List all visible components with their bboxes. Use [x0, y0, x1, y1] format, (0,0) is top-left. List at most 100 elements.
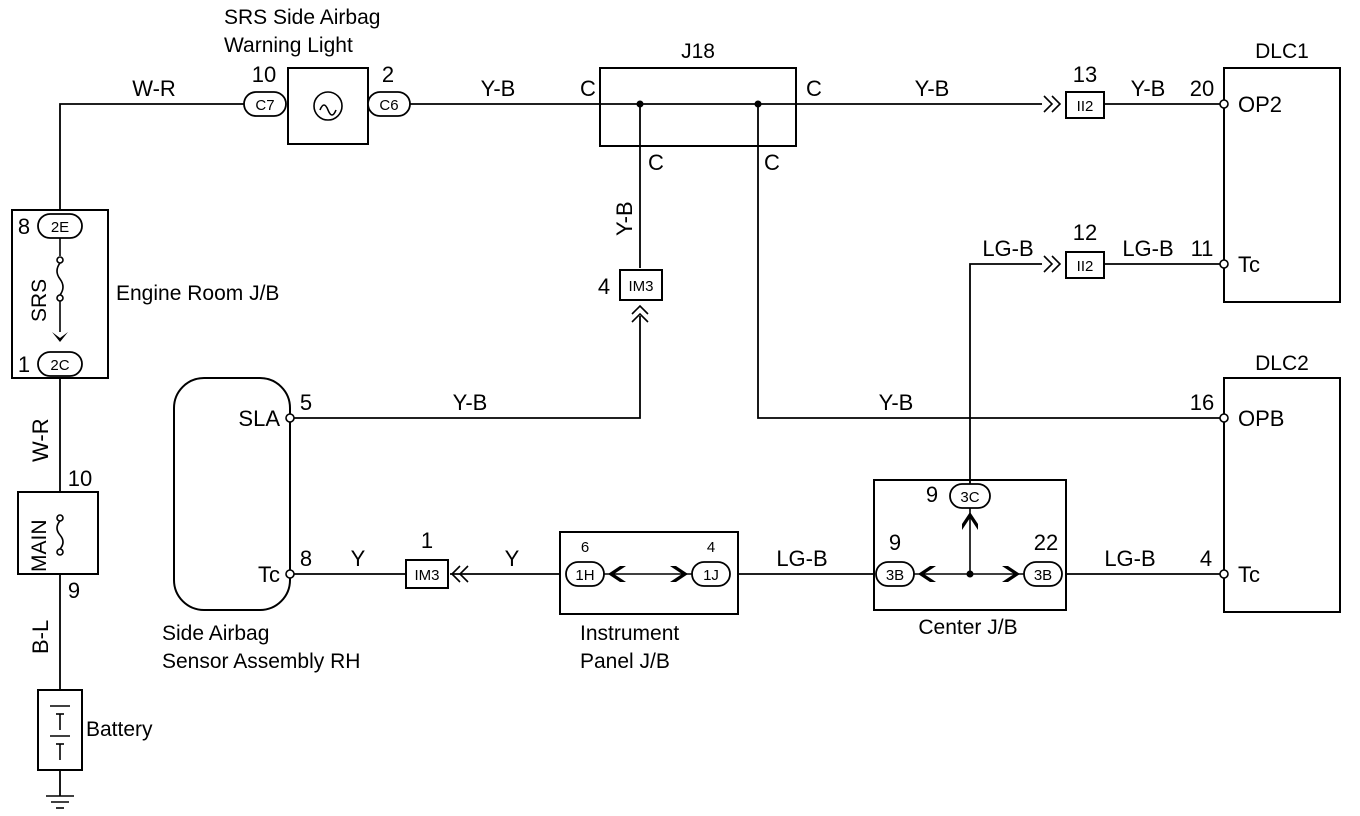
wire-label-w-r-vert: W-R	[28, 418, 53, 462]
wire-label-b-l: B-L	[28, 620, 53, 654]
svg-text:2E: 2E	[51, 219, 69, 236]
j18-terminal-c-bottom1: C	[648, 150, 664, 175]
wires	[59, 103, 1222, 796]
connector-3c: 3C	[949, 483, 991, 509]
connector-1j: 1J	[691, 561, 731, 587]
connector-1h: 1H	[565, 561, 605, 587]
svg-text:3B: 3B	[1034, 567, 1052, 584]
wire-label-yb-j18-ii2: Y-B	[915, 76, 950, 101]
connector-2c: 2C	[37, 351, 83, 377]
pin-16-opb: 16	[1190, 390, 1214, 415]
wire-label-w-r-top: W-R	[132, 76, 176, 101]
pin-12-ii2: 12	[1073, 220, 1097, 245]
connector-ii2-mid: II2	[1043, 251, 1105, 279]
battery-box	[37, 689, 83, 771]
svg-text:2C: 2C	[50, 357, 69, 374]
wire-label-yb-opb: Y-B	[879, 390, 914, 415]
bulb-icon	[313, 91, 343, 121]
wire-label-lgb-1j-3b: LG-B	[776, 546, 827, 571]
pin-9-main: 9	[68, 578, 80, 603]
instrument-panel-label-line2: Panel J/B	[580, 650, 670, 673]
pin-11-dlc1: 11	[1191, 236, 1214, 261]
dlc1-box	[1223, 67, 1341, 303]
instrument-panel-internal	[604, 566, 692, 582]
dlc1-label: DLC1	[1255, 40, 1309, 63]
pin-10-c7: 10	[252, 62, 276, 87]
svg-text:1J: 1J	[703, 567, 719, 584]
wire-label-lgb-to-ii2: LG-B	[982, 236, 1033, 261]
pin-2-c6: 2	[382, 62, 394, 87]
wire-y-b-opb	[757, 104, 1222, 419]
battery-label: Battery	[86, 718, 153, 741]
wire-label-y-tc: Y	[351, 546, 366, 571]
main-fuse-label: MAIN	[28, 520, 51, 573]
wire-label-yb-sla: Y-B	[453, 390, 488, 415]
warning-light-label-line1: SRS Side Airbag	[224, 6, 380, 29]
pin-20-dlc1: 20	[1190, 76, 1214, 101]
connector-3b-left: 3B	[875, 561, 915, 587]
pin-8-2e: 8	[18, 214, 30, 239]
terminal-sla: SLA	[238, 406, 280, 431]
center-jb-internal	[914, 508, 1024, 582]
dlc2-box	[1223, 377, 1341, 613]
wire-w-r-top	[59, 103, 244, 210]
sensor-assembly-label-line1: Side Airbag	[162, 622, 269, 645]
svg-text:IM3: IM3	[414, 567, 439, 584]
center-jb-label: Center J/B	[918, 616, 1017, 639]
wire-label-y-1h: Y	[505, 546, 520, 571]
instrument-panel-label-line1: Instrument	[580, 622, 679, 645]
j18-box	[599, 67, 797, 147]
svg-text:3B: 3B	[886, 567, 904, 584]
connector-im3-top: IM3	[619, 269, 663, 323]
srs-fuse-icon	[52, 228, 68, 342]
warning-light-label-line2: Warning Light	[224, 34, 353, 57]
pin-4-tc: 4	[1200, 546, 1212, 571]
terminal-tc-dlc1: Tc	[1238, 252, 1260, 277]
svg-text:II2: II2	[1077, 98, 1094, 115]
srs-fuse-label: SRS	[28, 279, 51, 322]
pin-5-sla: 5	[300, 390, 312, 415]
wire-label-yb-c6-j18: Y-B	[481, 76, 516, 101]
j18-label: J18	[681, 40, 715, 63]
svg-text:3C: 3C	[960, 489, 979, 506]
svg-text:C7: C7	[255, 97, 274, 114]
j18-terminal-c-left: C	[580, 76, 596, 101]
wire-label-yb-ii2-dlc1: Y-B	[1131, 76, 1166, 101]
pin-13-ii2: 13	[1073, 62, 1097, 87]
pin-1-2c: 1	[18, 352, 30, 377]
pin-9-3b: 9	[889, 530, 901, 555]
svg-text:C6: C6	[379, 97, 398, 114]
ground-icon	[46, 795, 74, 809]
connector-c7: C7	[243, 91, 287, 117]
main-fuse-box	[17, 491, 99, 575]
pin-4-1j: 4	[707, 539, 715, 556]
svg-text:II2: II2	[1077, 258, 1094, 275]
pin-10-main: 10	[68, 466, 92, 491]
wire-label-lgb-3b-dlc2: LG-B	[1104, 546, 1155, 571]
connector-3b-right: 3B	[1023, 561, 1063, 587]
j18-bus	[636, 100, 762, 108]
j18-terminal-c-right: C	[806, 76, 822, 101]
connector-c6: C6	[367, 91, 411, 117]
svg-text:IM3: IM3	[628, 278, 653, 295]
terminal-pins	[285, 99, 1229, 579]
wire-lg-b-to-ii2	[969, 263, 1042, 484]
pin-22-3b: 22	[1034, 530, 1058, 555]
connector-2e: 2E	[37, 213, 83, 239]
svg-text:1H: 1H	[575, 567, 594, 584]
sensor-assembly-label-line2: Sensor Assembly RH	[162, 650, 360, 673]
connector-im3-bottom: IM3	[405, 559, 469, 589]
sensor-assembly-box	[173, 377, 291, 611]
dlc2-label: DLC2	[1255, 352, 1309, 375]
wire-label-yb-vert: Y-B	[612, 201, 637, 236]
wire-label-lgb-ii2-dlc1: LG-B	[1122, 236, 1173, 261]
engine-room-jb-label: Engine Room J/B	[116, 282, 279, 305]
pin-9-3c: 9	[926, 482, 938, 507]
terminal-op2: OP2	[1238, 92, 1282, 117]
center-jb-box	[873, 479, 1067, 611]
engine-room-jb-box	[11, 209, 109, 379]
wire-y-b-sla	[290, 316, 641, 419]
terminal-tc-dlc2: Tc	[1238, 562, 1260, 587]
